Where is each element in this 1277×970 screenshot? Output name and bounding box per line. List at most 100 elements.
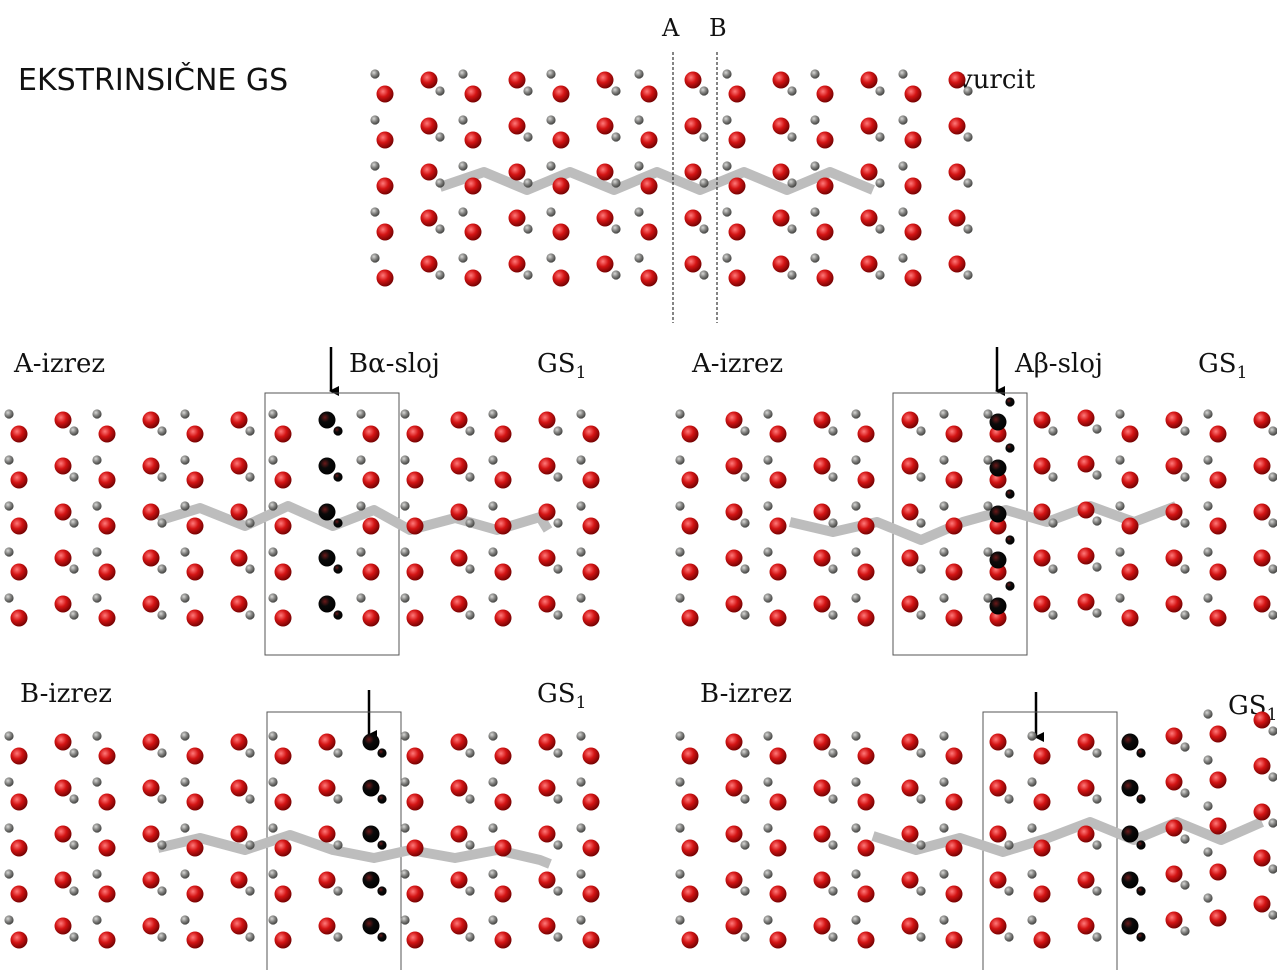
- small-atom: [1115, 455, 1125, 465]
- small-atom: [69, 794, 79, 804]
- small-atom: [458, 69, 468, 79]
- large-atom: [681, 747, 699, 765]
- large-atom: [901, 917, 919, 935]
- small-atom: [370, 253, 380, 263]
- large-atom: [362, 425, 380, 443]
- small-atom: [740, 426, 750, 436]
- highlighted-atom: [1005, 535, 1015, 545]
- small-atom: [1268, 818, 1277, 828]
- highlighted-atom: [333, 518, 343, 528]
- large-atom: [857, 517, 875, 535]
- small-atom: [722, 253, 732, 263]
- small-atom: [740, 472, 750, 482]
- large-atom: [640, 223, 658, 241]
- small-atom: [370, 161, 380, 171]
- small-atom: [92, 547, 102, 557]
- small-atom: [1180, 742, 1190, 752]
- large-atom: [142, 411, 160, 429]
- large-atom: [1165, 727, 1183, 745]
- small-atom: [787, 270, 797, 280]
- large-atom: [230, 825, 248, 843]
- small-atom: [1048, 518, 1058, 528]
- small-atom: [576, 777, 586, 787]
- small-atom: [1268, 610, 1277, 620]
- large-atom: [230, 411, 248, 429]
- highlighted-atom: [1136, 840, 1146, 850]
- small-atom: [1180, 518, 1190, 528]
- small-atom: [939, 731, 949, 741]
- small-atom: [553, 748, 563, 758]
- small-atom: [157, 794, 167, 804]
- small-atom: [810, 115, 820, 125]
- large-atom: [142, 825, 160, 843]
- large-atom: [406, 425, 424, 443]
- small-atom: [1203, 709, 1213, 719]
- small-atom: [983, 409, 993, 419]
- large-atom: [813, 733, 831, 751]
- small-atom: [92, 409, 102, 419]
- large-atom: [1033, 411, 1051, 429]
- large-atom: [362, 517, 380, 535]
- small-atom: [157, 932, 167, 942]
- large-atom: [1165, 457, 1183, 475]
- large-atom: [142, 917, 160, 935]
- small-atom: [245, 564, 255, 574]
- small-atom: [699, 178, 709, 188]
- highlighted-atom: [377, 840, 387, 850]
- large-atom: [904, 223, 922, 241]
- large-atom: [274, 471, 292, 489]
- small-atom: [576, 731, 586, 741]
- large-atom: [318, 871, 336, 889]
- large-atom: [860, 209, 878, 227]
- small-atom: [458, 161, 468, 171]
- small-atom: [763, 731, 773, 741]
- small-atom: [898, 69, 908, 79]
- small-atom: [898, 161, 908, 171]
- small-atom: [333, 886, 343, 896]
- small-atom: [4, 777, 14, 787]
- large-atom: [98, 609, 116, 627]
- large-atom: [1253, 595, 1271, 613]
- small-atom: [875, 132, 885, 142]
- large-atom: [54, 503, 72, 521]
- large-atom: [901, 411, 919, 429]
- large-atom: [186, 747, 204, 765]
- large-atom: [494, 931, 512, 949]
- large-atom: [857, 471, 875, 489]
- large-atom: [54, 595, 72, 613]
- small-atom: [245, 426, 255, 436]
- small-atom: [1092, 794, 1102, 804]
- large-atom: [1209, 771, 1227, 789]
- large-atom: [54, 779, 72, 797]
- large-atom: [450, 457, 468, 475]
- small-atom: [1048, 426, 1058, 436]
- large-atom: [538, 871, 556, 889]
- small-atom: [983, 455, 993, 465]
- small-atom: [763, 915, 773, 925]
- small-atom: [1180, 472, 1190, 482]
- highlighted-atom: [989, 551, 1007, 569]
- large-atom: [464, 269, 482, 287]
- large-atom: [596, 117, 614, 135]
- large-atom: [904, 131, 922, 149]
- small-atom: [740, 932, 750, 942]
- small-atom: [553, 840, 563, 850]
- small-atom: [157, 840, 167, 850]
- small-atom: [1268, 910, 1277, 920]
- large-atom: [681, 885, 699, 903]
- small-atom: [69, 564, 79, 574]
- large-atom: [813, 411, 831, 429]
- large-atom: [230, 871, 248, 889]
- large-atom: [989, 779, 1007, 797]
- large-atom: [10, 425, 28, 443]
- small-atom: [763, 869, 773, 879]
- panel3-lattice: [4, 731, 600, 949]
- large-atom: [274, 563, 292, 581]
- large-atom: [1253, 503, 1271, 521]
- large-atom: [684, 163, 702, 181]
- large-atom: [450, 503, 468, 521]
- small-atom: [523, 224, 533, 234]
- highlighted-atom: [1136, 794, 1146, 804]
- large-atom: [857, 931, 875, 949]
- small-atom: [611, 178, 621, 188]
